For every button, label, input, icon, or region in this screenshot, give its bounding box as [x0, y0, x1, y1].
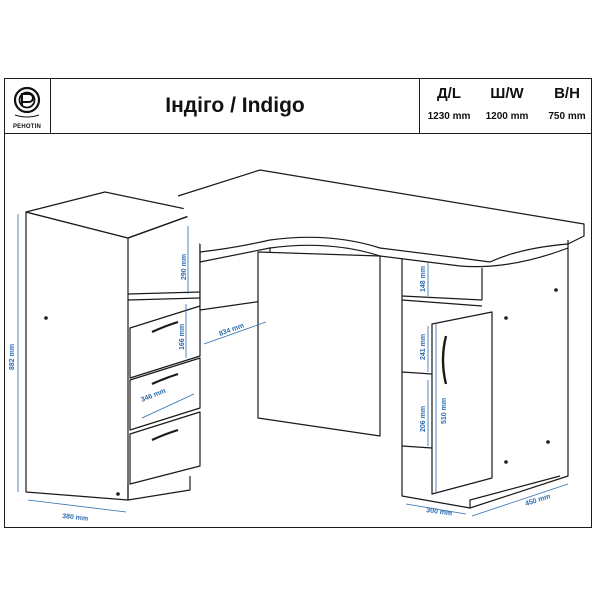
- upper-shelf-label: 148 mm: [420, 266, 427, 292]
- dim-length: Д/L 1230 mm: [420, 79, 478, 133]
- dim-length-label: Д/L: [436, 85, 462, 102]
- dimensions-table: Д/L 1230 mm Ш/W 1200 mm В/Н 750 mm: [419, 79, 591, 133]
- title-block: PEHOTIN Індіго / Indigo Д/L 1230 mm Ш/W …: [4, 78, 592, 134]
- dim-width-value: 1200 mm: [485, 111, 529, 122]
- total-height-label: 882 mm: [9, 344, 16, 370]
- shelf-opening-label: 290 mm: [181, 254, 188, 280]
- desk-depth-label: 834 mm: [218, 322, 245, 337]
- dim-length-value: 1230 mm: [427, 111, 471, 122]
- pedestal-depth-label: 450 mm: [524, 493, 551, 508]
- brand-logo-icon: [13, 86, 41, 118]
- drawing-frame: [4, 134, 592, 528]
- dim-width-label: Ш/W: [490, 85, 524, 102]
- brand-name: PEHOTIN: [12, 124, 42, 130]
- desk-outline: [25, 169, 585, 509]
- drawer-height-label: 166 mm: [179, 324, 186, 350]
- dimension-lines: [17, 214, 569, 517]
- lower-shelf-label: 206 mm: [420, 406, 427, 432]
- dimension-labels: 882 mm 290 mm 166 mm 346 mm 380 mm 834 m…: [9, 254, 551, 523]
- dim-height-value: 750 mm: [548, 111, 586, 122]
- door-height-label: 510 mm: [441, 398, 448, 424]
- cabinet-depth-label: 380 mm: [62, 513, 89, 523]
- pedestal-width-label: 300 mm: [426, 507, 453, 518]
- door-shelf-label: 241 mm: [420, 334, 427, 360]
- dim-height-label: В/Н: [554, 85, 580, 102]
- dim-height: В/Н 750 mm: [538, 79, 596, 133]
- logo-cell: PEHOTIN: [5, 79, 51, 133]
- page-title: Індіго / Indigo: [165, 94, 305, 117]
- dim-width: Ш/W 1200 mm: [478, 79, 536, 133]
